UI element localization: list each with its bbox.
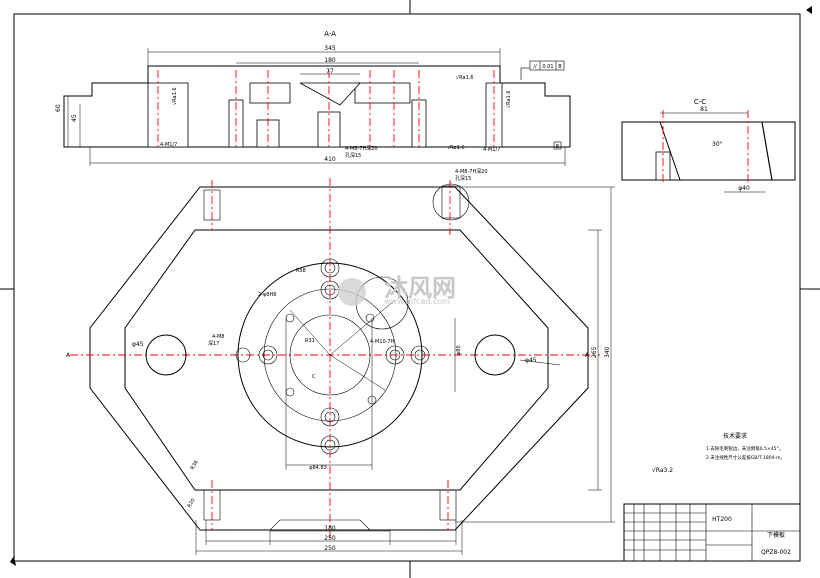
dim-180: 180 bbox=[324, 57, 336, 64]
gdt-frame: // 0.01 B bbox=[520, 60, 565, 80]
bolt-holes bbox=[235, 258, 430, 455]
right-bore-label: φ45 bbox=[525, 357, 537, 364]
section-aa-view: A-A 345 180 77 bbox=[55, 30, 571, 166]
left-hole-label2: 深17 bbox=[208, 340, 219, 347]
drawing-number: QPZ8-002 bbox=[761, 549, 791, 556]
left-bore bbox=[145, 334, 187, 376]
height-total: 265 bbox=[591, 346, 598, 358]
dim-60: 60 bbox=[55, 104, 62, 112]
slot-note: 2-φ8H8 bbox=[258, 292, 276, 298]
dim-410: 410 bbox=[324, 156, 336, 163]
section-aa-title: A-A bbox=[324, 30, 336, 38]
dim-345: 345 bbox=[324, 45, 336, 52]
svg-text:B: B bbox=[558, 64, 562, 70]
datum-b: B bbox=[556, 144, 560, 150]
thread-depth: 孔深15 bbox=[345, 152, 361, 159]
ra-3: √Ra1.6 bbox=[447, 145, 465, 151]
c-mark: C bbox=[312, 374, 316, 380]
height-mid: φ80 bbox=[456, 345, 462, 355]
watermark-url: www.mfcad.com bbox=[384, 297, 450, 306]
chamfer-1: R36 bbox=[190, 459, 200, 471]
part-name: 下模板 bbox=[767, 531, 785, 539]
technical-requirements: 技术要求 1.去除毛刺锐边，未注倒角0.5×45°。 2.未注线性尺寸公差按GB… bbox=[706, 432, 785, 461]
left-bore-label: φ45 bbox=[132, 341, 144, 348]
tech-line-2: 2.未注线性尺寸公差按GB/T 1804-m。 bbox=[706, 454, 785, 461]
ra-2: √Ra1.6 bbox=[456, 75, 474, 81]
right-bore bbox=[474, 334, 516, 376]
section-cc-view: C-C 81 30° φ40 bbox=[621, 98, 796, 193]
cc-angle: 30° bbox=[712, 141, 723, 148]
ra-general: √Ra3.2 bbox=[652, 467, 673, 474]
tech-line-1: 1.去除毛刺锐边，未注倒角0.5×45°。 bbox=[706, 445, 783, 452]
dim-77: 77 bbox=[326, 68, 334, 75]
left-hole-label: 4-M8 bbox=[212, 334, 224, 340]
ra-4: √Ra1.6 bbox=[506, 90, 512, 108]
height-inner: 340 bbox=[604, 346, 611, 358]
plan-view: A A 4-M8-7H深20 孔深15 φ45 φ45 4-M8 深17 2-φ… bbox=[66, 168, 673, 555]
cc-dim-phi40: φ40 bbox=[738, 185, 750, 192]
watermark-brand: 沐风网 bbox=[384, 274, 456, 302]
dim-45: 45 bbox=[71, 114, 78, 122]
thread-note: 4-M8-7H深20 bbox=[345, 145, 378, 152]
cc-dim-81: 81 bbox=[700, 106, 708, 113]
ra-1: √Ra1.6 bbox=[172, 87, 178, 105]
section-mark-left: A bbox=[66, 352, 71, 359]
radius-note: R58 bbox=[296, 268, 306, 274]
watermark-logo-icon bbox=[338, 278, 366, 306]
watermark: 沐风网 www.mfcad.com bbox=[338, 274, 456, 306]
chamfer-2: R20 bbox=[187, 497, 197, 509]
hole-left-note: 4-M1/7 bbox=[160, 142, 177, 148]
section-mark-right: A bbox=[585, 352, 590, 359]
hole-right-note: 4-M1/7 bbox=[483, 147, 500, 153]
title-block: HT200 下模板 QPZ8-002 bbox=[623, 503, 801, 562]
material: HT200 bbox=[712, 516, 732, 523]
width-mid: φ84.83 bbox=[309, 465, 327, 471]
bottom-dim-250a: 250 bbox=[324, 535, 336, 542]
center-note: 4-M10-7H bbox=[370, 339, 395, 345]
top-hole-note: 4-M8-7H深20 bbox=[455, 168, 488, 175]
svg-text://: // bbox=[533, 64, 537, 70]
top-hole-note2: 孔深15 bbox=[455, 175, 471, 182]
tech-heading: 技术要求 bbox=[723, 432, 747, 440]
section-cc-title: C-C bbox=[694, 98, 706, 106]
bottom-dim-180: 180 bbox=[324, 525, 336, 532]
bottom-dim-250b: 250 bbox=[324, 545, 336, 552]
corner-holes bbox=[203, 183, 470, 521]
svg-text:0.01: 0.01 bbox=[542, 64, 553, 70]
r-dim: R31 bbox=[305, 338, 315, 344]
